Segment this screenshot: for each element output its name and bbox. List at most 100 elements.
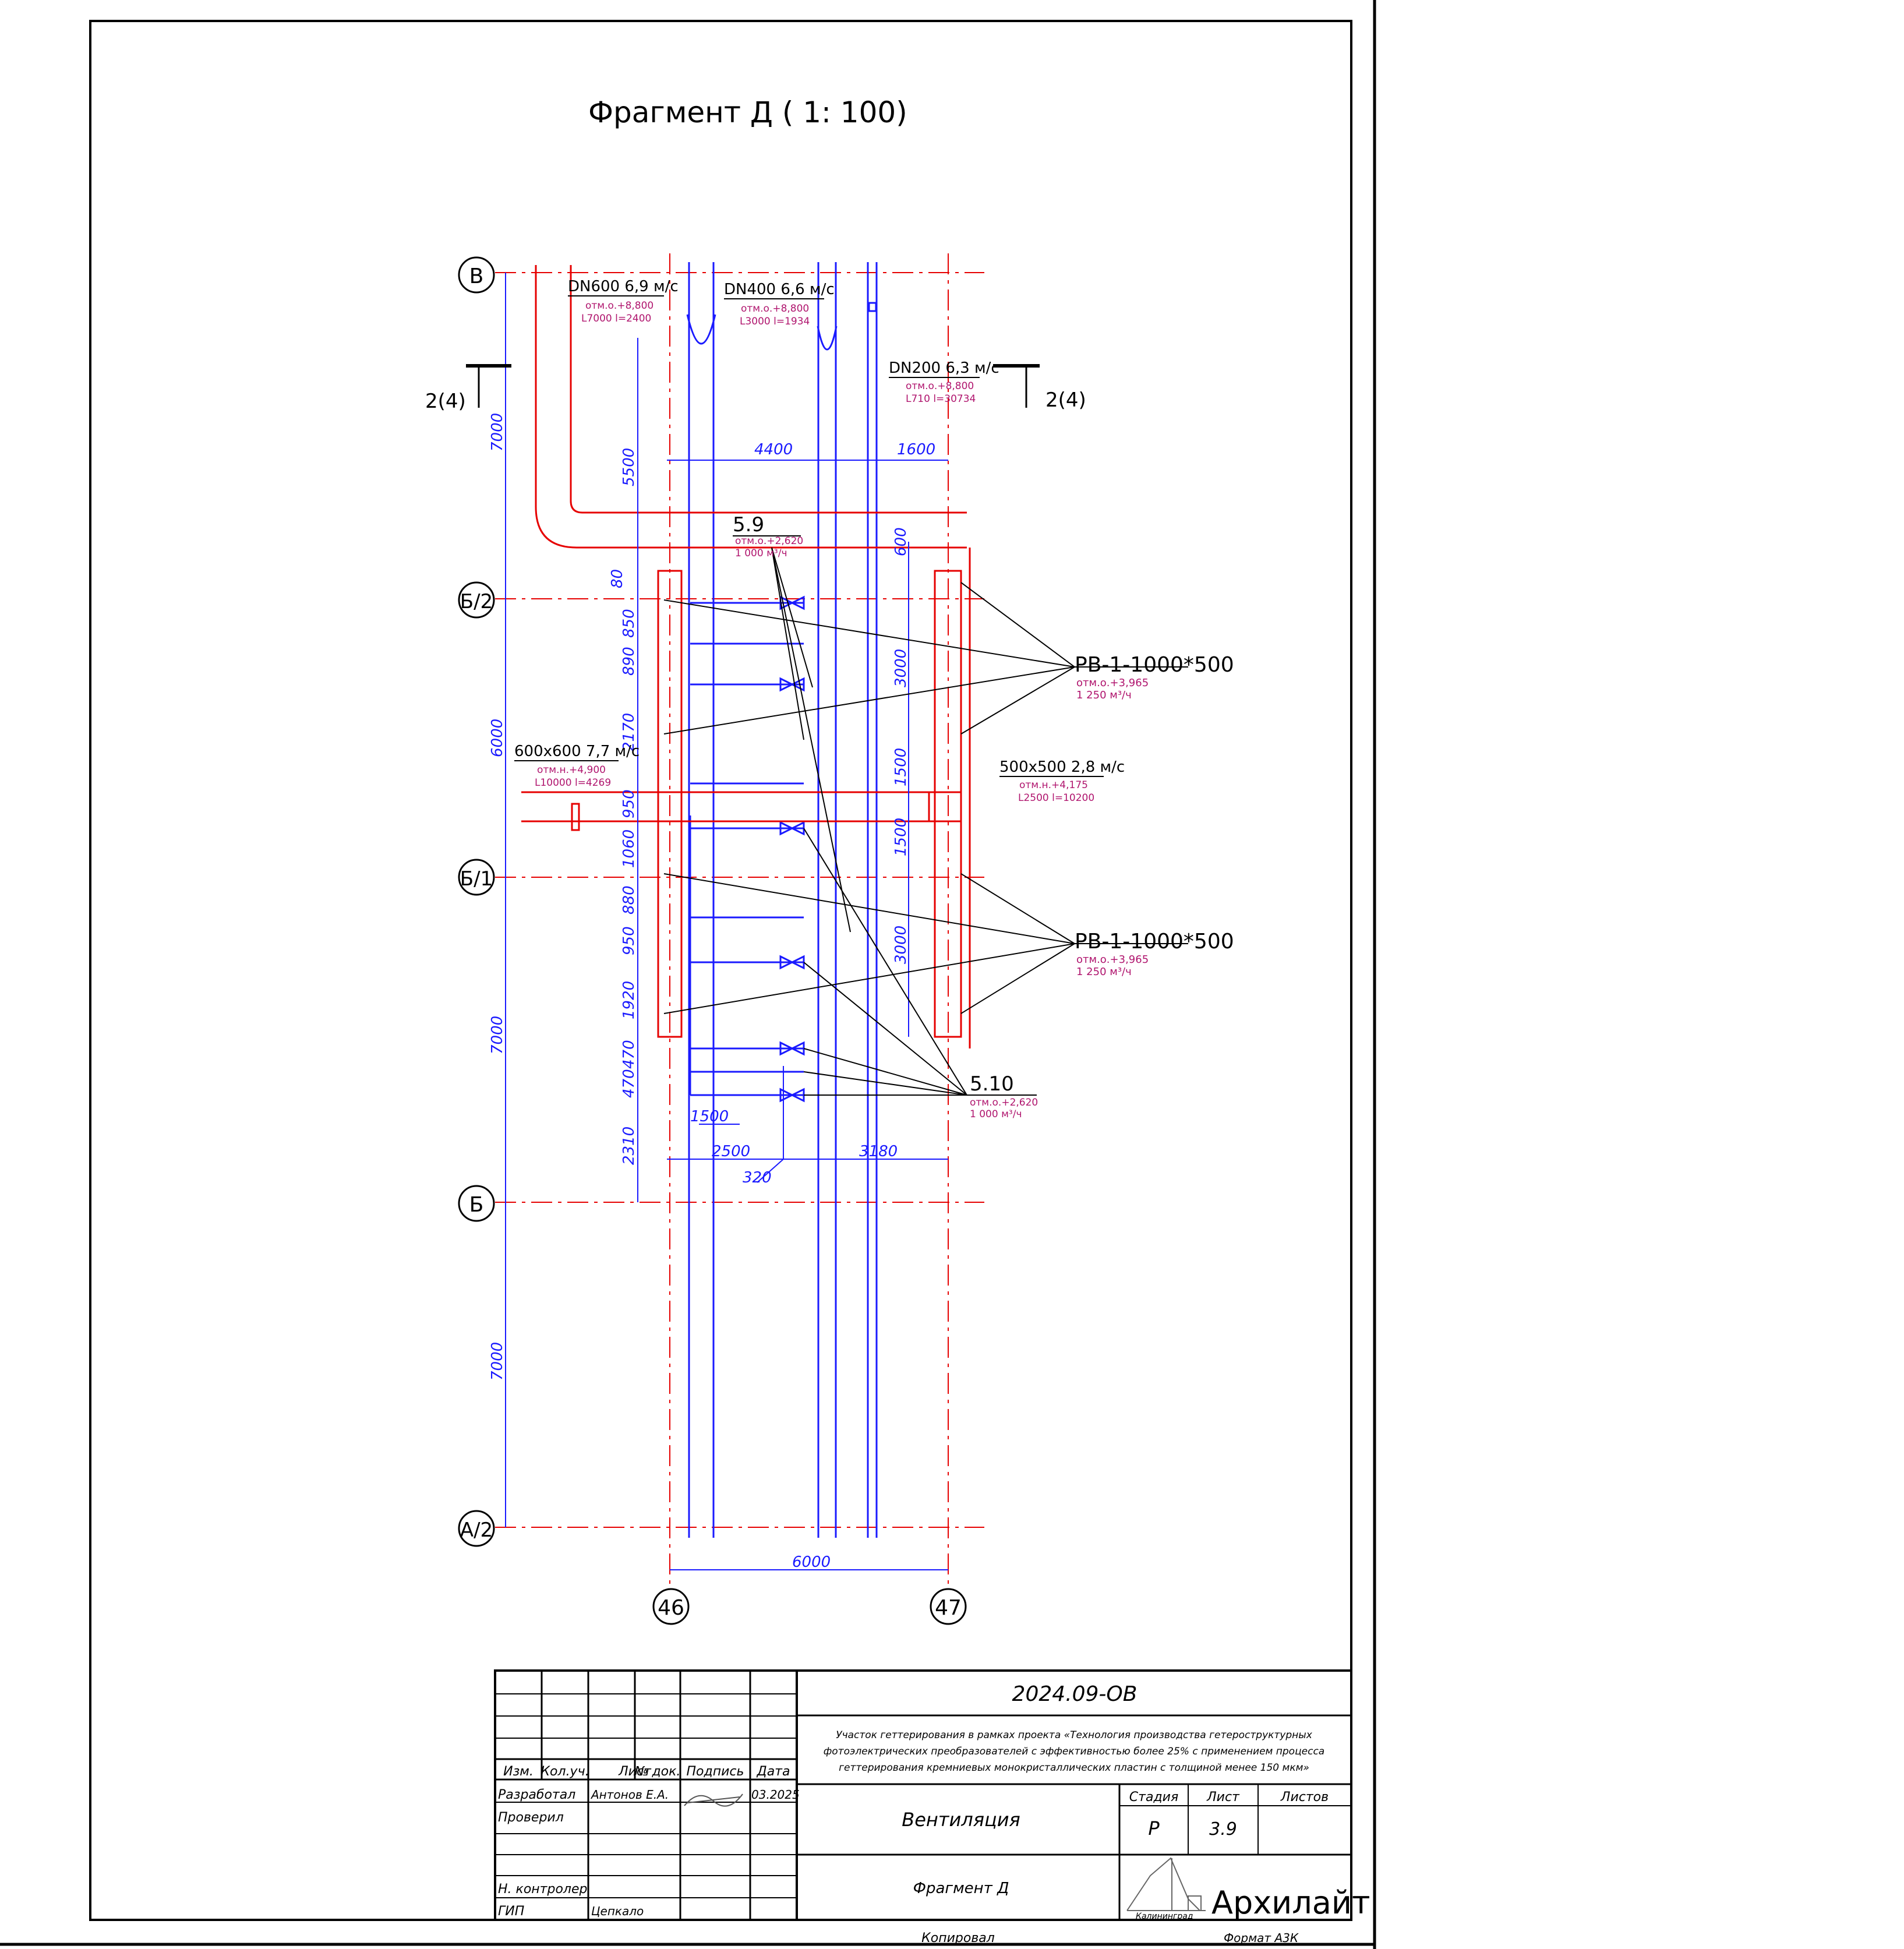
svg-text:отм.н.+4,175: отм.н.+4,175 — [1019, 779, 1088, 791]
title-block — [494, 1669, 1352, 1921]
svg-text:Лист: Лист — [1206, 1790, 1240, 1805]
grille-label-lower: РВ-1-1000*500 отм.о.+3,965 1 250 м³/ч — [1075, 930, 1234, 978]
svg-text:РВ-1-1000*500: РВ-1-1000*500 — [1075, 930, 1234, 954]
svg-text:850: 850 — [620, 609, 638, 638]
duct-label-dn200: DN200 6,3 м/с отм.о.+8,800 L710 l=30734 — [889, 359, 999, 405]
svg-text:отм.о.+8,800: отм.о.+8,800 — [906, 380, 974, 392]
svg-text:80: 80 — [609, 569, 626, 588]
horizontal-dimensions: 4400 1600 1500 2500 3180 320 6000 — [690, 441, 935, 1571]
project-description: Участок геттерирования в рамках проекта … — [823, 1729, 1325, 1774]
svg-text:Разработал: Разработал — [498, 1788, 575, 1802]
duct-label-dn600: DN600 6,9 м/с отм.о.+8,800 L7000 l=2400 — [568, 278, 679, 324]
svg-text:Формат А3К: Формат А3К — [1224, 1931, 1299, 1945]
svg-text:L7000 l=2400: L7000 l=2400 — [581, 313, 651, 324]
svg-text:Вентиляция: Вентиляция — [902, 1809, 1020, 1831]
svg-text:Кол.уч.: Кол.уч. — [541, 1764, 589, 1779]
svg-text:отм.о.+3,965: отм.о.+3,965 — [1076, 954, 1149, 966]
svg-text:950: 950 — [620, 789, 638, 818]
duct-label-500x500: 500х500 2,8 м/с отм.н.+4,175 L2500 l=102… — [999, 758, 1125, 804]
svg-text:47: 47 — [935, 1596, 962, 1620]
svg-text:3000: 3000 — [892, 649, 910, 687]
svg-text:46: 46 — [658, 1596, 684, 1620]
svg-text:Фрагмент Д: Фрагмент Д — [913, 1880, 1009, 1897]
svg-text:470: 470 — [620, 1069, 638, 1098]
svg-text:4400: 4400 — [754, 441, 793, 458]
drawing-frame — [89, 20, 1352, 1921]
duct-label-600x600: 600х600 7,7 м/с отм.н.+4,900 L10000 l=42… — [514, 743, 640, 789]
svg-text:320: 320 — [743, 1169, 772, 1187]
svg-text:3.9: 3.9 — [1209, 1819, 1237, 1839]
dimension-lines — [505, 273, 948, 1570]
axis-bubble-b2: Б/2 — [458, 581, 495, 619]
svg-text:500х500 2,8 м/с: 500х500 2,8 м/с — [999, 758, 1125, 776]
svg-text:7000: 7000 — [489, 413, 506, 451]
svg-text:Б/2: Б/2 — [460, 590, 493, 613]
svg-text:L710 l=30734: L710 l=30734 — [906, 393, 976, 405]
svg-text:Стадия: Стадия — [1129, 1790, 1178, 1805]
svg-text:1600: 1600 — [897, 441, 935, 458]
svg-text:7000: 7000 — [489, 1342, 506, 1380]
svg-text:L3000 l=1934: L3000 l=1934 — [740, 316, 810, 327]
leader-lines — [663, 547, 1188, 1096]
blue-pipes — [686, 262, 878, 1538]
svg-text:В: В — [469, 264, 484, 288]
svg-text:5.10: 5.10 — [970, 1072, 1014, 1096]
svg-text:600х600 7,7 м/с: 600х600 7,7 м/с — [514, 743, 640, 760]
svg-text:DN200 6,3 м/с: DN200 6,3 м/с — [889, 359, 999, 377]
svg-text:1500: 1500 — [892, 818, 910, 856]
svg-text:Антонов Е.А.: Антонов Е.А. — [590, 1788, 669, 1802]
grille-label-upper: РВ-1-1000*500 отм.о.+3,965 1 250 м³/ч — [1075, 653, 1234, 701]
svg-text:Лист: Лист — [618, 1764, 652, 1779]
svg-text:1 250 м³/ч: 1 250 м³/ч — [1076, 689, 1132, 701]
node-label-5-10: 5.10 отм.о.+2,620 1 000 м³/ч — [967, 1072, 1038, 1120]
axis-bubble-47: 47 — [930, 1588, 967, 1625]
left-dimensions: 7000 6000 7000 7000 — [489, 413, 506, 1380]
axis-bubble-b: Б — [458, 1185, 495, 1222]
svg-text:Подпись: Подпись — [687, 1764, 744, 1779]
company-name: Архилайт — [1211, 1884, 1370, 1921]
section-mark-left-label: 2(4) — [425, 390, 466, 413]
svg-text:L10000 l=4269: L10000 l=4269 — [535, 777, 611, 789]
svg-text:3000: 3000 — [892, 926, 910, 964]
title-block-text: Лист Изм. Кол.уч. № док. Подпись Дата Ра… — [498, 1682, 1329, 1946]
svg-text:2310: 2310 — [620, 1127, 638, 1165]
svg-text:№ док.: № док. — [634, 1764, 681, 1779]
svg-text:880: 880 — [620, 885, 638, 915]
svg-text:6000: 6000 — [792, 1553, 831, 1571]
svg-text:7000: 7000 — [489, 1016, 506, 1054]
svg-text:отм.о.+8,800: отм.о.+8,800 — [741, 303, 809, 315]
section-mark-left — [466, 364, 511, 408]
svg-text:1500: 1500 — [892, 748, 910, 786]
svg-text:отм.о.+8,800: отм.о.+8,800 — [585, 300, 653, 312]
svg-text:1 000 м³/ч: 1 000 м³/ч — [735, 548, 787, 559]
fragment-title: Фрагмент Д ( 1: 100) — [588, 96, 907, 129]
svg-text:470: 470 — [620, 1040, 638, 1069]
signature — [684, 1793, 743, 1807]
svg-text:ГИП: ГИП — [498, 1904, 524, 1919]
svg-text:Цепкало: Цепкало — [591, 1904, 644, 1918]
svg-text:2500: 2500 — [712, 1143, 750, 1160]
svg-text:Б/1: Б/1 — [460, 867, 493, 891]
svg-text:Проверил: Проверил — [498, 1810, 564, 1825]
svg-text:Р: Р — [1148, 1817, 1160, 1839]
svg-text:Листов: Листов — [1280, 1790, 1329, 1805]
svg-text:03.2025: 03.2025 — [751, 1788, 800, 1802]
svg-text:отм.н.+4,900: отм.н.+4,900 — [537, 764, 606, 776]
svg-text:Копировал: Копировал — [921, 1931, 995, 1946]
svg-text:DN600 6,9 м/с: DN600 6,9 м/с — [568, 278, 679, 295]
svg-text:2024.09-ОВ: 2024.09-ОВ — [1012, 1682, 1138, 1706]
svg-text:А/2: А/2 — [460, 1519, 493, 1542]
svg-text:Б: Б — [469, 1193, 484, 1217]
svg-text:отм.о.+2,620: отм.о.+2,620 — [735, 535, 803, 547]
svg-text:1920: 1920 — [620, 981, 638, 1019]
svg-text:890: 890 — [620, 647, 638, 676]
svg-text:2170: 2170 — [620, 713, 638, 751]
axis-bubble-b1: Б/1 — [458, 859, 495, 896]
red-ducts — [521, 265, 971, 1048]
svg-text:600: 600 — [892, 527, 910, 556]
svg-text:6000: 6000 — [489, 719, 506, 757]
svg-text:950: 950 — [620, 926, 638, 955]
svg-text:РВ-1-1000*500: РВ-1-1000*500 — [1075, 653, 1234, 677]
svg-text:3180: 3180 — [859, 1143, 898, 1160]
